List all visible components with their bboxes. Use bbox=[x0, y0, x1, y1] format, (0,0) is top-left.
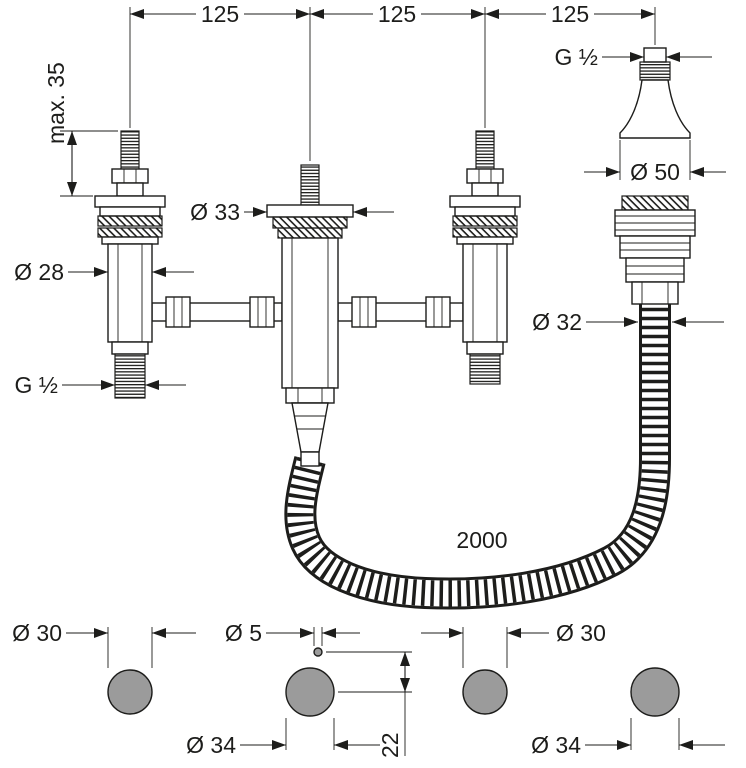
dim-thread-valve: G ½ bbox=[15, 372, 58, 398]
dim-span2: 125 bbox=[378, 1, 416, 27]
hole-2 bbox=[285, 667, 335, 717]
hose-connector-stack bbox=[614, 195, 696, 305]
pin-hole bbox=[313, 647, 323, 657]
center-mixer-body bbox=[266, 164, 354, 467]
dim-dia-flange: Ø 33 bbox=[190, 199, 240, 225]
dim-hole-right: Ø 34 bbox=[531, 732, 581, 758]
dim-span3: 125 bbox=[551, 1, 589, 27]
dim-thread-top: G ½ bbox=[555, 44, 598, 70]
spout-escutcheon bbox=[619, 47, 691, 139]
dim-pin-hole: Ø 5 bbox=[225, 620, 262, 646]
dim-pin-offset: 22 bbox=[377, 732, 403, 758]
hole-4 bbox=[630, 667, 680, 717]
flexible-hose bbox=[284, 298, 671, 610]
dim-hole-spout: Ø 34 bbox=[186, 732, 236, 758]
hole-3 bbox=[462, 669, 508, 715]
left-valve-body bbox=[94, 130, 166, 399]
dim-hole-mid: Ø 30 bbox=[556, 620, 606, 646]
dim-dia-valve: Ø 28 bbox=[14, 259, 64, 285]
dim-span1: 125 bbox=[201, 1, 239, 27]
dim-hose-length: 2000 bbox=[456, 527, 507, 553]
dim-dia-connector: Ø 32 bbox=[532, 309, 582, 335]
dim-hole-left: Ø 30 bbox=[12, 620, 62, 646]
connection-pipes bbox=[151, 296, 464, 328]
right-valve-body bbox=[449, 130, 521, 385]
mounting-holes-view bbox=[107, 647, 680, 717]
dim-dia-escutcheon: Ø 50 bbox=[630, 159, 680, 185]
hole-1 bbox=[107, 669, 153, 715]
dim-max-height: max. 35 bbox=[43, 62, 69, 144]
dimension-annotations: 125 125 125 G ½ max. 35 Ø 33 Ø 28 Ø 50 Ø… bbox=[12, 1, 726, 758]
